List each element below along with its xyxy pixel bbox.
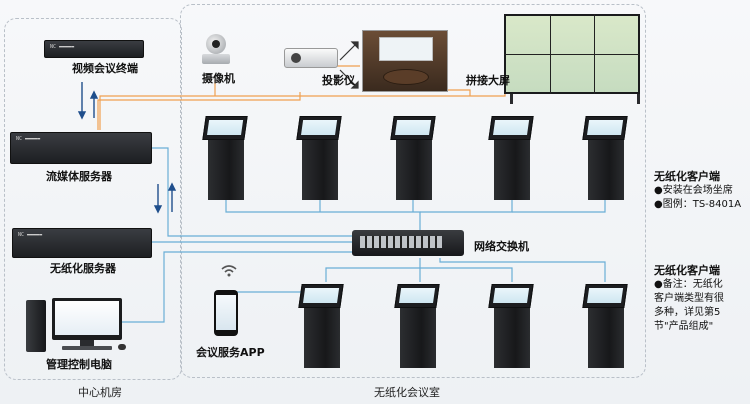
paperless-client-top-4 [488,116,534,200]
client-info-1-line: ●图例：TS-8401A [654,199,742,210]
phone-device [214,290,238,336]
paperless-client-top-2 [296,116,342,200]
network-switch-label: 网络交换机 [474,240,529,253]
video-wall-device [504,14,640,94]
client-info-1-title: 无纸化客户端 [654,170,720,183]
paperless-server-label: 无纸化服务器 [50,262,116,275]
center-room-label: 中心机房 [78,386,122,399]
control-pc-label: 管理控制电脑 [46,358,112,371]
client-info-2: 无纸化客户端 ●备注：无纸化 客户端类型有很 多种，详见第5 节"产品组成" [654,264,724,334]
paperless-client-bottom-3 [488,284,534,368]
client-info-2-line: ●备注：无纸化 [654,279,723,290]
pc-monitor [52,298,122,340]
paperless-server-device: NC ▬▬▬▬▬ [12,228,152,258]
paperless-client-bottom-4 [582,284,628,368]
meeting-app-label: 会议服务APP [196,346,265,359]
conference-room-image [362,30,448,92]
wifi-icon [220,262,238,277]
projector-label: 投影仪 [322,74,355,87]
client-info-2-line: 节"产品组成" [654,321,714,332]
paperless-client-bottom-1 [298,284,344,368]
camera-device [202,34,230,66]
video-terminal-label: 视频会议终端 [72,62,138,75]
paperless-client-top-1 [202,116,248,200]
client-info-2-line: 客户端类型有很 [654,293,724,304]
streaming-server-label: 流媒体服务器 [46,170,112,183]
video-wall-label: 拼接大屏 [466,74,510,87]
meeting-room-label: 无纸化会议室 [374,386,440,399]
center-room-zone [4,18,182,380]
client-info-1: 无纸化客户端 ●安装在会场坐席 ●图例：TS-8401A [654,170,741,212]
network-switch-device [352,230,464,256]
control-pc-device [26,298,128,352]
flow-arrows [77,82,177,214]
paperless-client-top-3 [390,116,436,200]
video-terminal-device: NC ▬▬▬▬▬ [44,40,144,58]
meeting-room-zone [180,4,646,378]
pc-tower [26,300,46,352]
paperless-client-bottom-2 [394,284,440,368]
projector-device [284,48,338,68]
paperless-client-top-5 [582,116,628,200]
camera-label: 摄像机 [202,72,235,85]
client-info-2-line: 多种，详见第5 [654,307,721,318]
streaming-server-device: NC ▬▬▬▬▬ [10,132,152,164]
client-info-1-line: ●安装在会场坐席 [654,185,733,196]
client-info-2-title: 无纸化客户端 [654,264,720,277]
video-wall-stand [510,94,640,104]
